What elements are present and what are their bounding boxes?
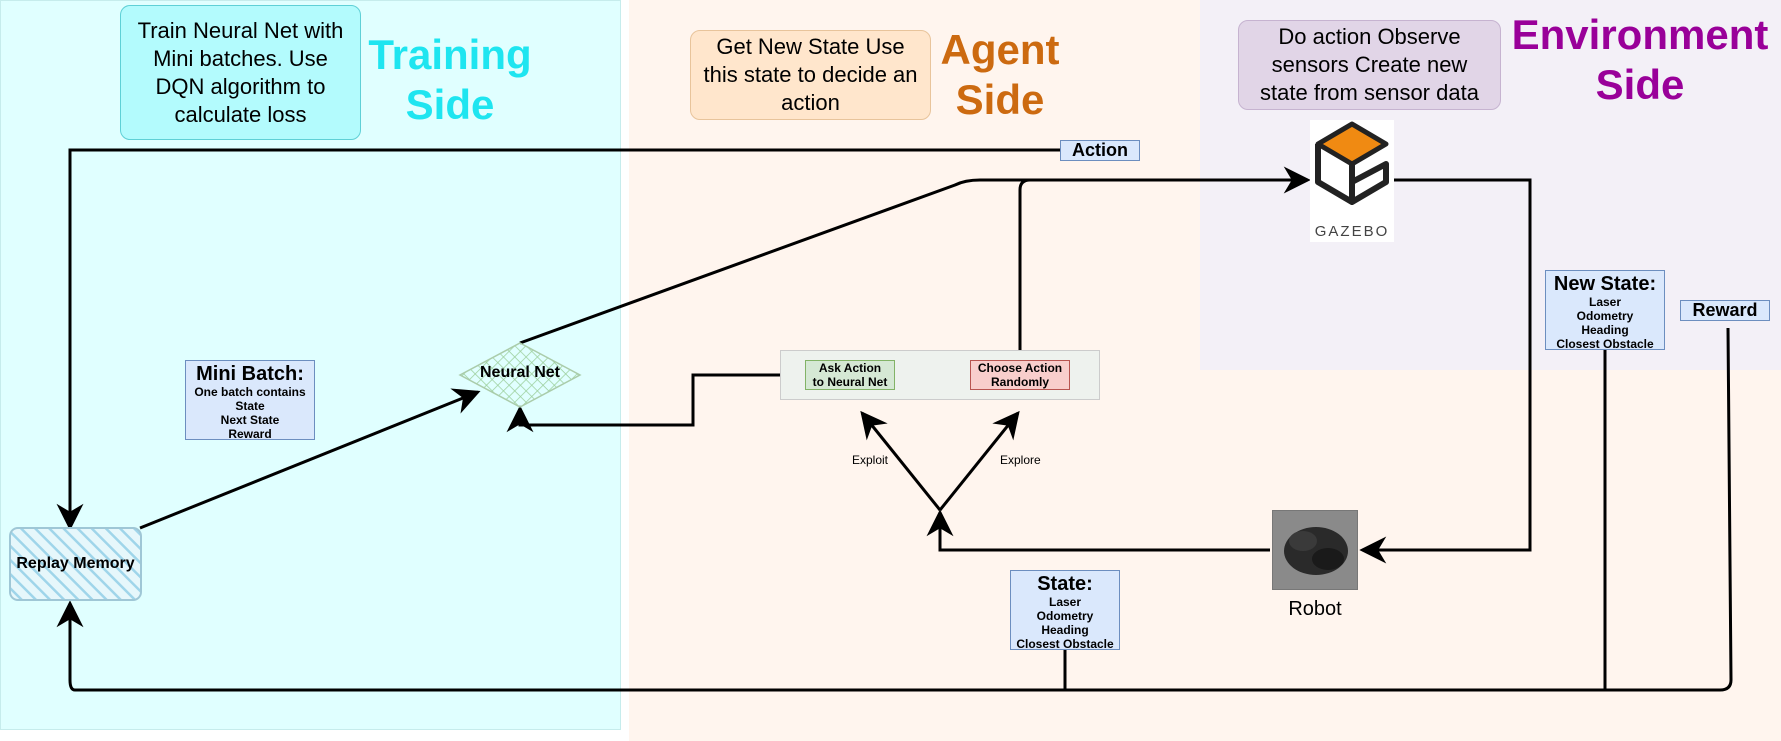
gazebo-icon xyxy=(1315,121,1389,205)
mini-batch-line: One batch contains xyxy=(194,385,306,399)
training-title-text: Training Side xyxy=(368,31,532,128)
environment-title: Environment Side xyxy=(1505,10,1775,110)
exploit-label: Exploit xyxy=(852,453,889,467)
mini-batch-line: Reward xyxy=(228,427,272,441)
choose-random-text: Choose Action Randomly xyxy=(977,361,1063,389)
ask-action-box: Ask Action to Neural Net xyxy=(805,360,895,390)
state-line: Laser xyxy=(1048,595,1082,609)
state-line: Odometry xyxy=(1036,609,1094,623)
state-title: State: xyxy=(1037,573,1093,595)
state-line: Heading xyxy=(1041,623,1089,637)
new-state-line: Odometry xyxy=(1576,309,1634,323)
action-label: Action xyxy=(1060,140,1140,161)
mini-batch-title: Mini Batch: xyxy=(196,363,304,385)
environment-title-text: Environment Side xyxy=(1511,11,1769,108)
explore-label: Explore xyxy=(1000,453,1041,467)
mini-batch-line: State xyxy=(235,399,265,413)
reward-label: Reward xyxy=(1680,300,1770,321)
mini-batch-line: Next State xyxy=(220,413,280,427)
bottom-return-line xyxy=(56,327,1733,692)
gazebo-text: GAZEBO xyxy=(1314,223,1390,240)
new-state-line: Closest Obstacle xyxy=(1556,337,1654,351)
random-to-gazebo-line xyxy=(1018,178,1031,360)
robot-icon xyxy=(1284,527,1348,575)
mini-batch-box: Mini Batch: One batch contains State Nex… xyxy=(185,360,315,441)
training-note: Train Neural Net with Mini batches. Use … xyxy=(120,5,361,140)
replay-memory-label: Replay Memory xyxy=(16,555,135,572)
robot-label: Robot xyxy=(1288,598,1342,620)
gazebo-logo: GAZEBO xyxy=(1310,120,1394,242)
new-state-box: New State: Laser Odometry Heading Closes… xyxy=(1545,270,1665,351)
new-state-line: Laser xyxy=(1588,295,1622,309)
replay-to-neuralnet-arrow xyxy=(139,388,481,530)
training-title: Training Side xyxy=(360,30,540,130)
robot-image xyxy=(1272,510,1358,590)
agent-title-text: Agent Side xyxy=(940,26,1060,123)
agent-title: Agent Side xyxy=(915,25,1085,125)
state-line: Closest Obstacle xyxy=(1016,637,1114,651)
gazebo-to-robot-arrow xyxy=(1359,178,1532,564)
new-state-line: Heading xyxy=(1581,323,1629,337)
ask-to-neuralnet-arrow xyxy=(506,373,805,433)
new-state-title: New State: xyxy=(1553,273,1657,295)
neural-net-label: Neural Net xyxy=(479,364,561,381)
robot-to-decision-arrow xyxy=(926,509,1270,552)
ask-action-text: Ask Action to Neural Net xyxy=(812,361,888,389)
neuralnet-to-gazebo-line xyxy=(519,166,1311,345)
explore-arrow xyxy=(938,410,1020,511)
exploit-arrow xyxy=(860,410,942,511)
environment-note: Do action Observe sensors Create new sta… xyxy=(1238,20,1501,110)
agent-note: Get New State Use this state to decide a… xyxy=(690,30,931,120)
choose-random-box: Choose Action Randomly xyxy=(970,360,1070,390)
action-to-replay-line xyxy=(56,148,1060,531)
state-box: State: Laser Odometry Heading Closest Ob… xyxy=(1010,570,1120,651)
